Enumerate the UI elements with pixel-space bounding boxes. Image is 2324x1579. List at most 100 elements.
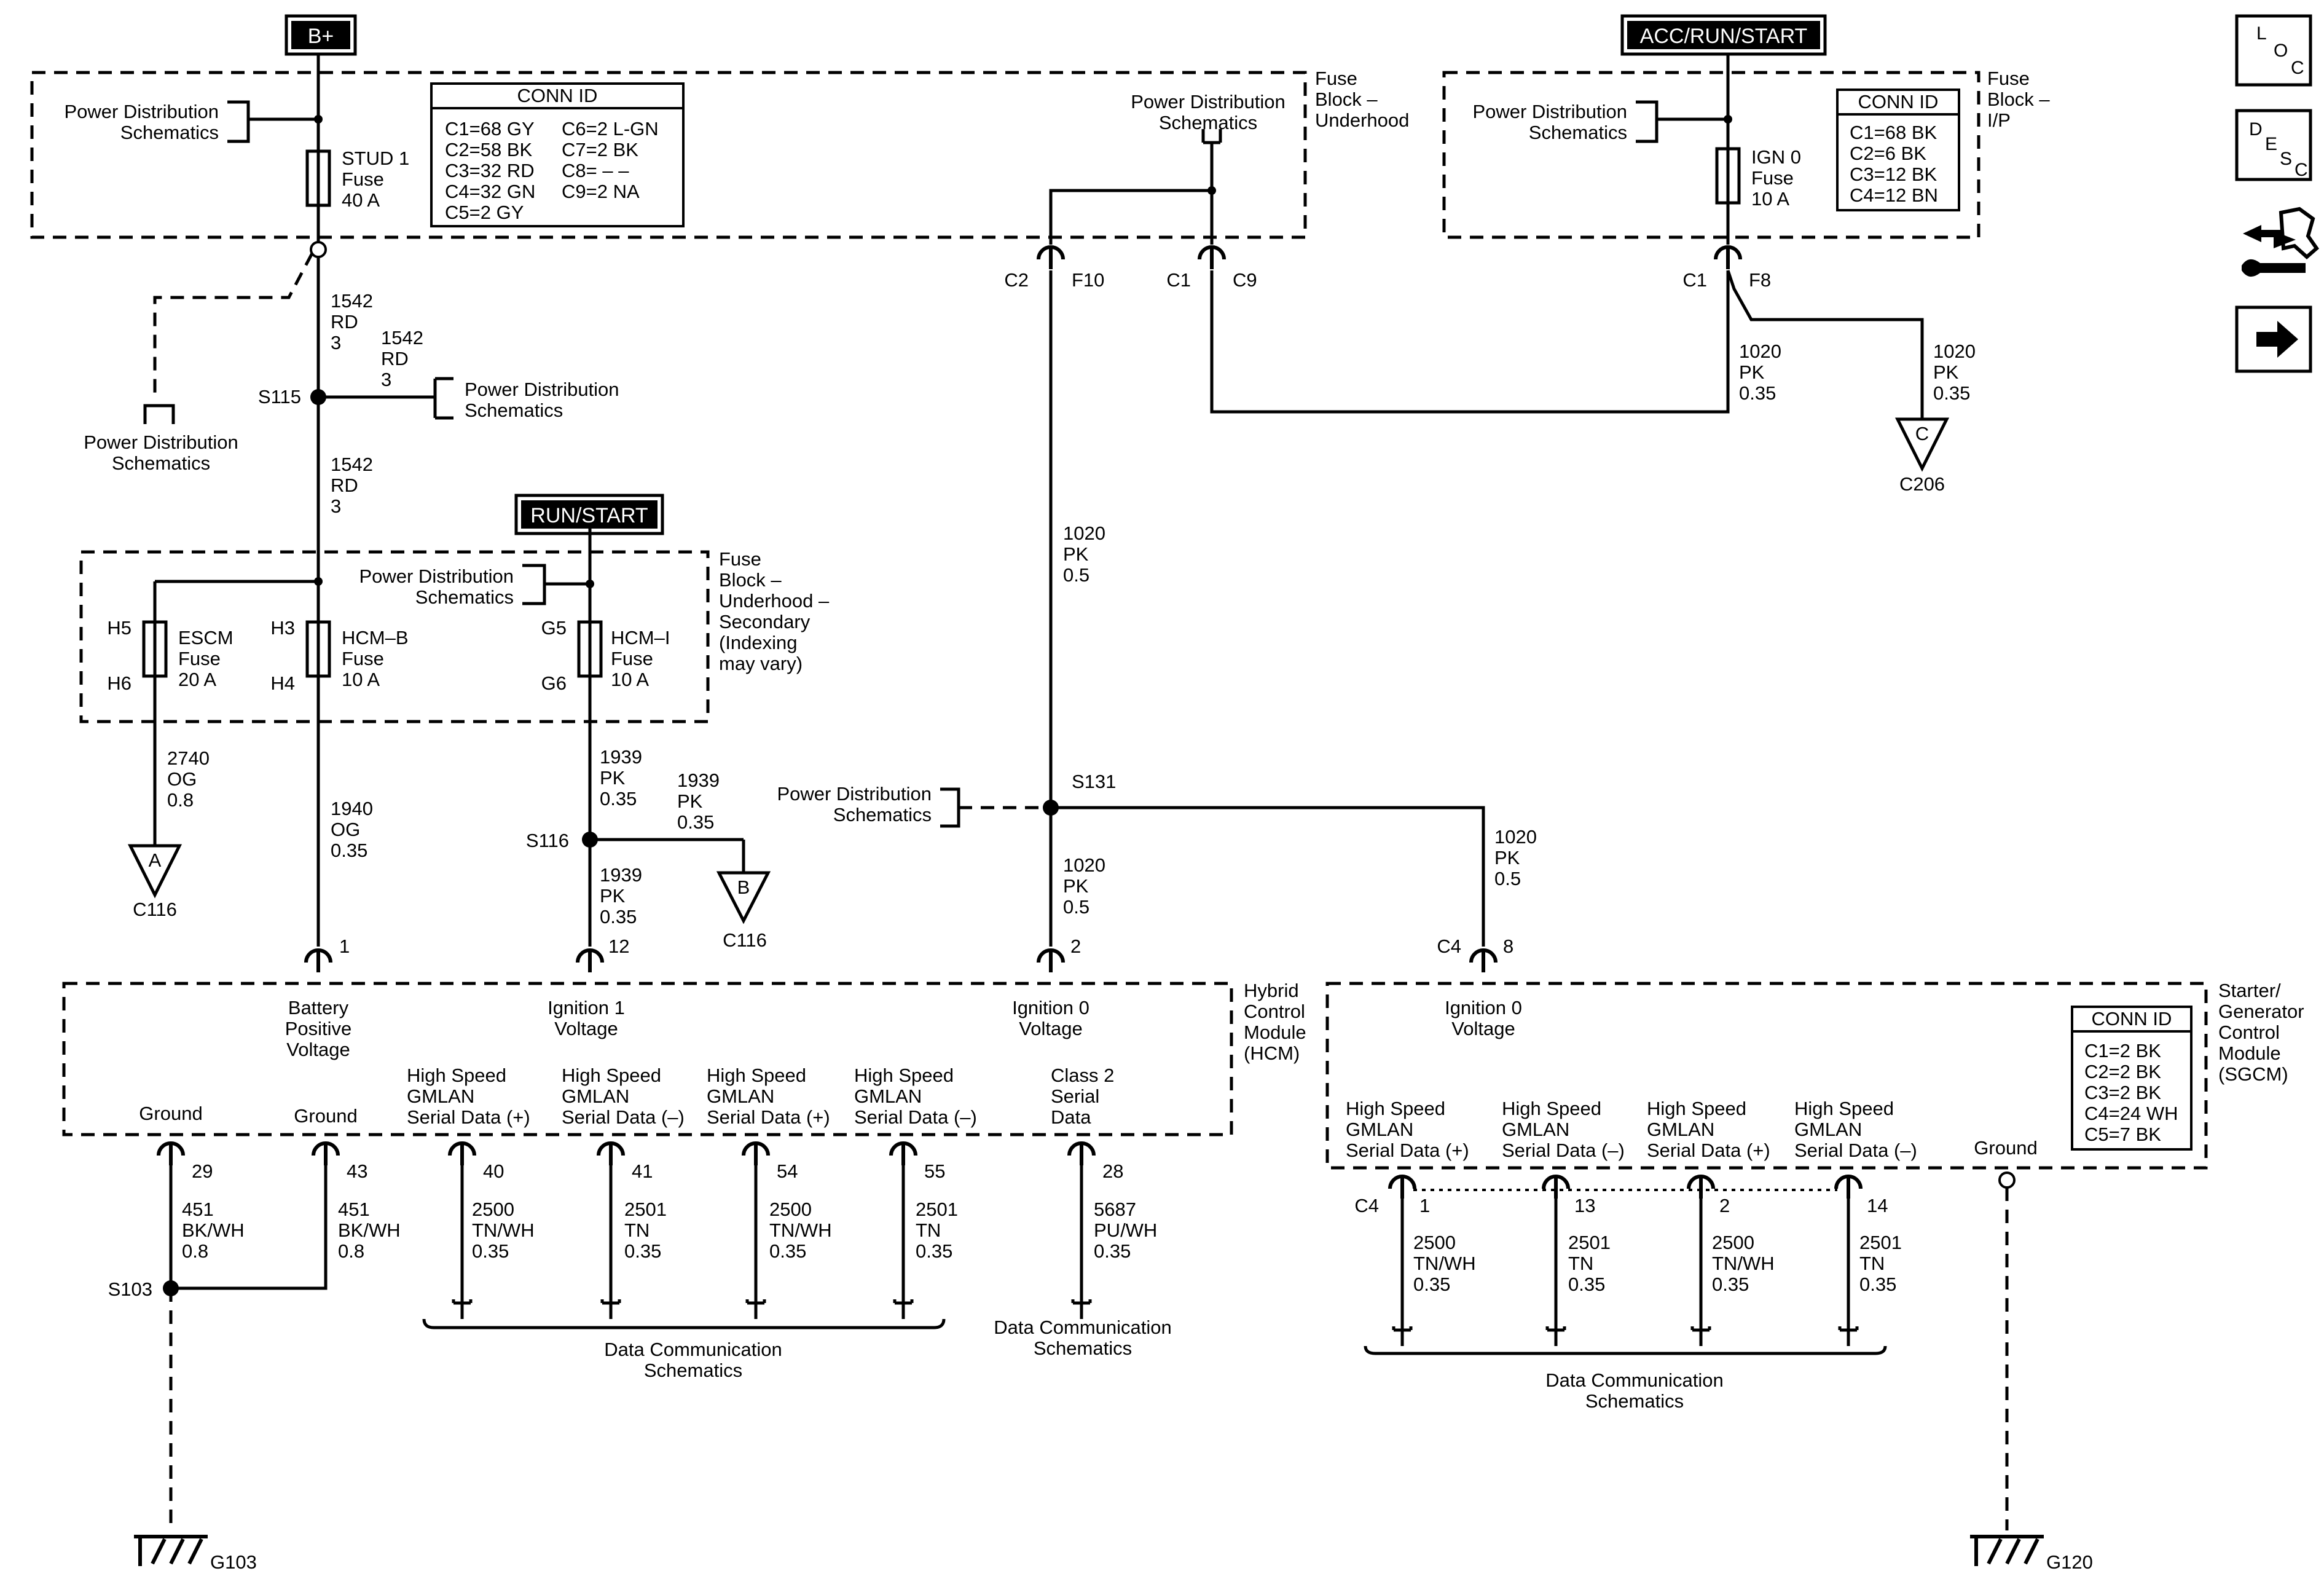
svg-text:0.35: 0.35 <box>1739 382 1776 404</box>
wire-2500-hcm-a: 2500 TN/WH 0.35 <box>472 1199 535 1262</box>
svg-text:Data: Data <box>1051 1106 1091 1128</box>
svg-text:C1=68 BK: C1=68 BK <box>1850 122 1937 143</box>
svg-text:O: O <box>2274 41 2288 61</box>
svg-text:Voltage: Voltage <box>554 1018 618 1039</box>
svg-text:Power Distribution: Power Distribution <box>1131 91 1286 112</box>
svg-text:Schematics: Schematics <box>1034 1337 1132 1359</box>
svg-text:2500: 2500 <box>472 1199 514 1220</box>
svg-text:C206: C206 <box>1899 473 1945 495</box>
svg-text:TN/WH: TN/WH <box>1712 1253 1775 1274</box>
svg-text:C4=24 WH: C4=24 WH <box>2084 1103 2178 1124</box>
svg-text:Ignition 0: Ignition 0 <box>1012 997 1089 1018</box>
hcm-gmlan-1: High Speed GMLAN Serial Data (+) <box>407 1065 530 1128</box>
svg-text:1542: 1542 <box>381 327 423 348</box>
fuse-block-ip-label: Fuse Block – I/P <box>1987 68 2050 131</box>
svg-text:0.5: 0.5 <box>1494 868 1521 889</box>
svg-text:Schematics: Schematics <box>833 804 932 825</box>
wire-2500-sgcm-a: 2500 TN/WH 0.35 <box>1413 1232 1476 1295</box>
hcm-bottom-pins: 29 43 40 41 54 55 28 <box>192 1160 1123 1182</box>
svg-text:H5: H5 <box>107 617 132 639</box>
svg-text:TN: TN <box>1568 1253 1593 1274</box>
svg-text:2500: 2500 <box>769 1199 812 1220</box>
svg-text:High Speed: High Speed <box>1502 1098 1601 1119</box>
svg-text:D: D <box>2249 119 2263 140</box>
svg-text:Schematics: Schematics <box>415 586 514 608</box>
svg-text:1020: 1020 <box>1739 341 1781 362</box>
power-dist-ref-dashed: Power Distribution Schematics <box>84 404 238 474</box>
fuse-hcmb-label: 10 A <box>342 669 380 690</box>
svg-text:Fuse: Fuse <box>719 548 761 570</box>
svg-text:1: 1 <box>1419 1195 1430 1216</box>
hcm-class2: Class 2 Serial Data <box>1051 1065 1114 1128</box>
svg-text:TN: TN <box>1859 1253 1885 1274</box>
svg-text:C: C <box>2295 160 2308 180</box>
svg-text:PK: PK <box>677 790 703 812</box>
svg-text:3: 3 <box>381 369 391 390</box>
svg-text:Ground: Ground <box>1974 1137 2037 1159</box>
offpage-connector-a: A C116 <box>127 844 183 920</box>
svg-text:1939: 1939 <box>600 746 642 768</box>
svg-text:GMLAN: GMLAN <box>407 1085 474 1107</box>
loc-button[interactable]: L O C <box>2235 14 2312 87</box>
svg-text:55: 55 <box>924 1160 945 1182</box>
svg-text:Serial Data (–): Serial Data (–) <box>1794 1140 1917 1161</box>
svg-text:29: 29 <box>192 1160 213 1182</box>
fuse-escm-label: ESCM <box>178 627 234 648</box>
fuse-ign0-label: Fuse <box>1751 167 1794 189</box>
svg-text:G103: G103 <box>210 1551 257 1573</box>
ign-underhood-circuit <box>959 129 1730 947</box>
svg-text:Schematics: Schematics <box>112 452 210 474</box>
svg-text:2501: 2501 <box>1568 1232 1611 1253</box>
conn-id-underhood: CONN ID C1=68 GY C2=58 BK C3=32 RD C4=32… <box>430 82 685 227</box>
arrow-right-icon <box>2256 321 2298 358</box>
svg-text:C4=12 BN: C4=12 BN <box>1850 184 1938 206</box>
svg-text:GMLAN: GMLAN <box>1794 1119 1862 1140</box>
svg-text:C2=58 BK: C2=58 BK <box>445 139 533 160</box>
svg-text:I/P: I/P <box>1987 109 2011 131</box>
wire-1542-upper: 1542 RD 3 <box>331 290 373 353</box>
svg-text:451: 451 <box>182 1199 214 1220</box>
svg-text:TN/WH: TN/WH <box>769 1219 832 1241</box>
svg-text:Serial Data (+): Serial Data (+) <box>1647 1140 1770 1161</box>
wire-1939-branch: 1939 PK 0.35 <box>677 770 720 833</box>
svg-text:2501: 2501 <box>624 1199 667 1220</box>
hcm-top-pins: 1 12 2 C4 8 <box>339 935 1513 957</box>
wire-5687: 5687 PU/WH 0.35 <box>1094 1199 1157 1262</box>
svg-text:C6=2 L-GN: C6=2 L-GN <box>562 118 659 140</box>
b-plus-label: B+ <box>285 14 357 56</box>
fuse-block-ip <box>1442 71 1981 239</box>
run-start-label: RUN/START <box>514 494 664 535</box>
svg-text:CONN ID: CONN ID <box>2092 1008 2172 1030</box>
svg-text:0.35: 0.35 <box>1094 1240 1131 1262</box>
svg-text:2: 2 <box>1719 1195 1730 1216</box>
svg-text:Positive: Positive <box>285 1018 352 1039</box>
hcm-ignition1-voltage: Ignition 1 Voltage <box>548 997 625 1039</box>
svg-text:12: 12 <box>608 935 629 957</box>
fuse-ign0-label: IGN 0 <box>1751 146 1801 168</box>
ground-g103: G103 <box>134 1537 257 1573</box>
fuse-stud1-label: Fuse <box>342 168 384 190</box>
svg-text:41: 41 <box>632 1160 653 1182</box>
svg-text:Control: Control <box>1244 1001 1305 1022</box>
svg-text:Block –: Block – <box>719 569 782 591</box>
power-dist-ref-stud1: Power Distribution Schematics <box>64 100 318 143</box>
svg-text:S: S <box>2280 149 2292 169</box>
svg-text:ACC/RUN/START: ACC/RUN/START <box>1640 25 1808 48</box>
svg-text:C116: C116 <box>133 899 177 920</box>
desc-button[interactable]: D E S C <box>2235 109 2312 181</box>
svg-text:Underhood –: Underhood – <box>719 590 830 612</box>
svg-text:Starter/: Starter/ <box>2218 980 2281 1001</box>
svg-text:High Speed: High Speed <box>1647 1098 1746 1119</box>
svg-text:E: E <box>2265 134 2277 154</box>
wire-2501-sgcm-b: 2501 TN 0.35 <box>1859 1232 1902 1295</box>
hcm-gmlan-4: High Speed GMLAN Serial Data (–) <box>854 1065 977 1128</box>
conn-id-ip: CONN ID C1=68 BK C2=6 BK C3=12 BK C4=12 … <box>1836 89 1960 211</box>
fuse-escm-label: 20 A <box>178 669 216 690</box>
svg-text:C5=2 GY: C5=2 GY <box>445 202 524 223</box>
svg-text:High Speed: High Speed <box>854 1065 954 1086</box>
next-arrow-button[interactable] <box>2235 305 2312 373</box>
svg-text:2500: 2500 <box>1413 1232 1456 1253</box>
svg-text:Power Distribution: Power Distribution <box>777 783 932 805</box>
svg-text:CONN ID: CONN ID <box>1858 91 1939 112</box>
connector-tools-icon[interactable] <box>2242 207 2320 277</box>
